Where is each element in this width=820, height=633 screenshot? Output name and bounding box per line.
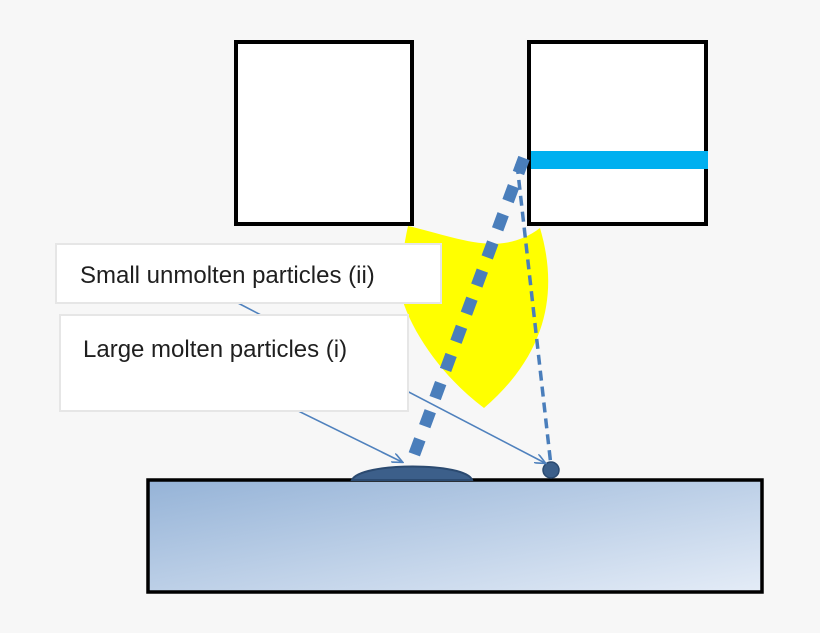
large-particles-label: Large molten particles (i): [83, 336, 348, 363]
unmolten-particle: [542, 461, 560, 479]
large-particle-path: [404, 155, 530, 469]
right-target-box: [527, 40, 708, 226]
substrate: [146, 478, 764, 594]
laser-beam: [531, 151, 708, 169]
small-particles-label-box: Small unmolten particles (ii): [55, 243, 442, 304]
small-particle-path: [515, 163, 553, 467]
large-particles-label-box: Large molten particles (i): [59, 314, 409, 412]
left-target-box: [234, 40, 414, 226]
small-particles-label: Small unmolten particles (ii): [80, 262, 375, 289]
molten-splat: [350, 465, 474, 481]
